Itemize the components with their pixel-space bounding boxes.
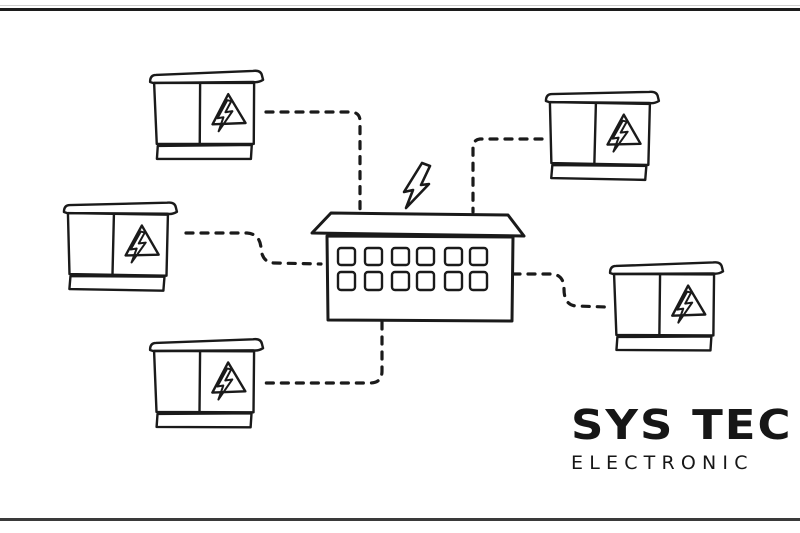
cabinet-top-left: [148, 69, 266, 162]
building-window: [415, 246, 436, 267]
cabinet-bottom-left: [148, 337, 265, 430]
lightning-bolt-icon: [402, 161, 432, 210]
building-window: [336, 246, 357, 267]
building-window: [468, 246, 489, 267]
building-window: [390, 246, 411, 267]
building-window: [336, 270, 357, 292]
frame-top-hairline: [0, 5, 800, 6]
connection-top-left: [264, 110, 362, 211]
frame-bottom-rule: [0, 518, 800, 521]
building-roof: [310, 211, 526, 238]
substation-building: [310, 211, 526, 323]
building-window: [363, 246, 384, 267]
connection-mid-left: [184, 231, 323, 266]
frame-top-rule: [0, 8, 800, 11]
building-window: [390, 270, 411, 292]
building-window: [468, 270, 489, 292]
building-body: [325, 234, 515, 323]
brand-logo-subtitle: ELECTRONIC: [571, 452, 754, 474]
connection-bottom: [262, 320, 384, 385]
connection-top-right: [471, 137, 544, 214]
brand-logo-title: SYS TEC: [571, 400, 793, 450]
building-window: [415, 270, 436, 292]
cabinet-mid-right: [608, 261, 725, 353]
building-window: [443, 246, 464, 267]
cabinet-mid-left: [62, 200, 179, 292]
building-window: [363, 270, 384, 292]
building-windows: [336, 246, 489, 292]
brand-logo: SYS TEC ELECTRONIC: [571, 400, 793, 474]
cabinet-top-right: [544, 89, 661, 182]
connection-mid-right: [511, 272, 609, 309]
building-window: [443, 270, 464, 292]
